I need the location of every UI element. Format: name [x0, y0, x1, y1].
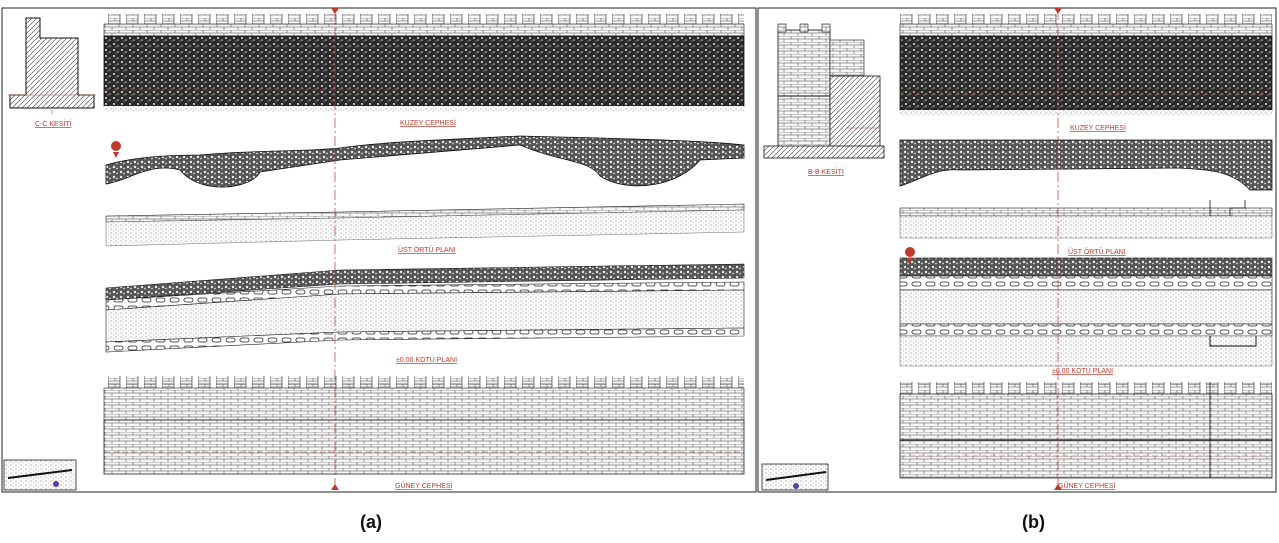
roof-plan-drawing-a — [105, 135, 745, 247]
key-map-a — [3, 459, 77, 491]
south-facade-drawing-b — [899, 382, 1273, 479]
south-facade-drawing-a — [103, 376, 745, 475]
section-c-c-label: C-C KESİTİ — [35, 119, 72, 128]
north-facade-label-b: KUZEY CEPHESİ — [1070, 123, 1126, 132]
level-plan-label-b: ±0.00 KOTU PLANI — [1052, 368, 1113, 375]
north-facade-drawing-a — [103, 14, 745, 112]
south-facade-label-b: GÜNEY CEPHESİ — [1058, 481, 1115, 490]
panel-b: B-B KESİTİ KUZEY CEPHESİ ÜST ÖRTÜ PLANI — [757, 7, 1277, 493]
level-plan-drawing-a — [105, 263, 745, 353]
roof-plan-label-a: ÜST ÖRTÜ PLANI — [398, 246, 456, 254]
north-facade-label-a: KUZEY CEPHESİ — [400, 118, 456, 127]
level-plan-label-a: ±0.00 KOTU PLANI — [396, 357, 457, 364]
panel-b-caption: (b) — [1022, 512, 1045, 532]
key-map-b — [761, 463, 829, 491]
south-facade-label-a: GÜNEY CEPHESİ — [395, 481, 452, 490]
panel-a: C-C KESİTİ KUZEY CEPHESİ ÜST ÖRTÜ PLANI … — [1, 7, 757, 493]
north-facade-drawing-b — [899, 14, 1273, 116]
roof-plan-drawing-b — [899, 139, 1273, 239]
roof-plan-label-b: ÜST ÖRTÜ PLANI — [1068, 248, 1126, 256]
section-c-c-drawing — [8, 17, 96, 114]
section-b-b-drawing — [763, 23, 885, 159]
level-plan-drawing-b — [899, 247, 1273, 367]
panel-a-caption: (a) — [360, 512, 382, 532]
section-b-b-label: B-B KESİTİ — [808, 167, 844, 176]
